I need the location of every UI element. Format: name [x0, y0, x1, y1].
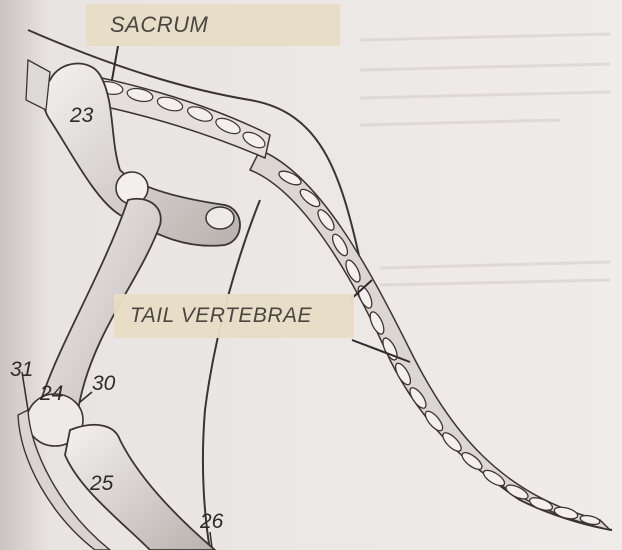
label-25: 25 — [89, 472, 114, 495]
label-26: 26 — [199, 510, 224, 533]
label-31: 31 — [10, 358, 33, 381]
tail-vertebrae-label: TAIL VERTEBRAE — [114, 294, 354, 338]
ischium-knob — [206, 207, 234, 229]
label-30: 30 — [92, 372, 116, 395]
tail-vertebrae-label-text: TAIL VERTEBRAE — [130, 304, 312, 328]
sacrum-label: SACRUM — [86, 4, 340, 46]
label-24: 24 — [39, 382, 63, 405]
label-23: 23 — [69, 104, 94, 127]
sacrum-label-text: SACRUM — [110, 12, 208, 38]
